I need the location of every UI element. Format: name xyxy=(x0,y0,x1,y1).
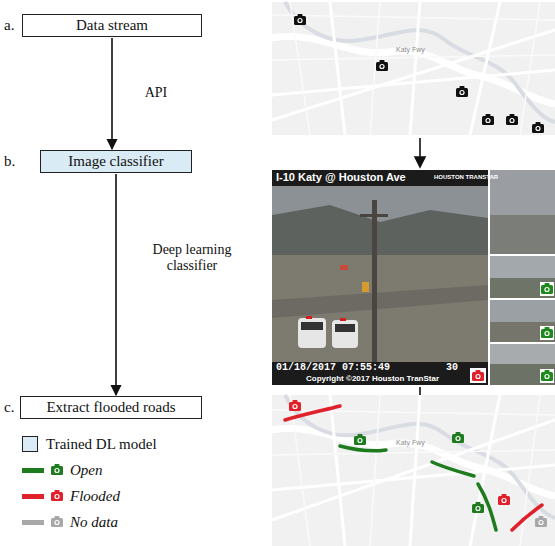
camera-icon xyxy=(50,515,64,529)
camera-caption: I-10 Katy @ Houston Ave xyxy=(276,171,406,183)
step-letter: a. xyxy=(4,17,14,34)
map-top xyxy=(272,2,555,135)
legend-row: Flooded xyxy=(22,486,120,506)
legend-row: Trained DL model xyxy=(22,434,157,454)
legend-swatch xyxy=(22,494,44,499)
box-label: Data stream xyxy=(33,17,191,34)
camera-logo: HOUSTON TRANSTAR xyxy=(434,174,498,180)
flow-arrow xyxy=(115,174,117,395)
camera-icon xyxy=(50,489,64,503)
legend-text: Trained DL model xyxy=(46,436,157,453)
box-label: Extract flooded roads xyxy=(31,399,191,416)
output-box: Extract flooded roads xyxy=(20,396,202,419)
box-label: Image classifier xyxy=(51,153,181,170)
step-letter: b. xyxy=(4,153,15,170)
legend-row: No data xyxy=(22,512,118,532)
camera-icon xyxy=(50,463,64,477)
map-bottom xyxy=(272,395,555,546)
map-street-label: Katy Fwy xyxy=(396,46,425,53)
legend-swatch xyxy=(22,468,44,473)
map-street-label: Katy Fwy xyxy=(396,439,425,446)
camera-copyright: Copyright ©2017 Houston TranStar xyxy=(306,374,439,383)
legend-text: Flooded xyxy=(70,488,120,505)
flow-arrow xyxy=(111,38,113,149)
edge-label: Deep learning classifier xyxy=(146,242,238,274)
legend-text: Open xyxy=(70,462,103,479)
edge-label: API xyxy=(126,85,186,101)
camera-number: 30 xyxy=(446,362,458,373)
legend-text: No data xyxy=(70,514,118,531)
source-box: Data stream xyxy=(22,14,202,37)
step-letter: c. xyxy=(4,399,14,416)
legend-swatch xyxy=(22,436,38,452)
legend-swatch xyxy=(22,520,44,525)
camera-timestamp: 01/18/2017 07:55:49 xyxy=(276,362,390,373)
camera-photo xyxy=(272,170,555,385)
legend-row: Open xyxy=(22,460,103,480)
classifier-box: Image classifier xyxy=(40,150,192,173)
